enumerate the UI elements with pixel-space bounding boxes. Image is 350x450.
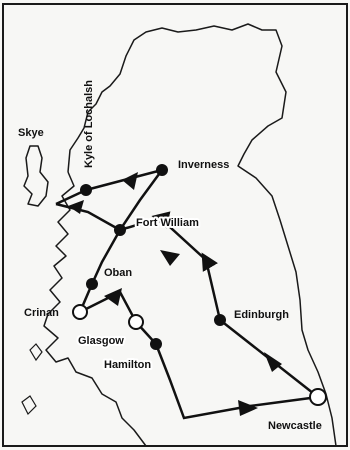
label-edinburgh: Edinburgh bbox=[234, 309, 289, 321]
small-island bbox=[29, 343, 43, 362]
label-skye: Skye bbox=[18, 127, 44, 139]
arrowhead-2 bbox=[160, 250, 180, 266]
mainland-coastline bbox=[67, 23, 337, 447]
marker-kyle bbox=[80, 184, 92, 196]
place-labels: Skye Kyle of Lochalsh Inverness Fort Wil… bbox=[18, 80, 322, 432]
route-arrowheads bbox=[68, 172, 282, 416]
label-oban: Oban bbox=[104, 267, 132, 279]
marker-hamilton bbox=[150, 338, 162, 350]
label-glasgow: Glasgow bbox=[78, 335, 124, 347]
town-markers bbox=[72, 164, 327, 406]
label-inverness: Inverness bbox=[178, 159, 229, 171]
label-hamilton: Hamilton bbox=[104, 359, 151, 371]
arrowhead-5 bbox=[104, 288, 122, 306]
marker-fort-william bbox=[114, 224, 126, 236]
route-fortwilliam-oban bbox=[90, 229, 122, 285]
marker-glasgow bbox=[128, 314, 144, 330]
label-fort-william: Fort William bbox=[136, 217, 199, 229]
marker-inverness bbox=[156, 164, 168, 176]
route-inverness-fortwilliam bbox=[118, 169, 164, 231]
marker-crinan bbox=[72, 304, 88, 320]
label-crinan: Crinan bbox=[24, 307, 59, 319]
arrowhead-1 bbox=[264, 352, 282, 372]
marker-oban bbox=[86, 278, 98, 290]
map-frame bbox=[2, 3, 348, 447]
marker-newcastle bbox=[309, 388, 327, 406]
lower-island bbox=[21, 395, 37, 416]
skye-island bbox=[23, 145, 49, 207]
marker-edinburgh bbox=[214, 314, 226, 326]
route-hamilton-newcastle bbox=[154, 343, 319, 420]
route-edinburgh-fortwilliam bbox=[119, 211, 222, 321]
label-newcastle: Newcastle bbox=[268, 420, 322, 432]
arrowhead-6 bbox=[238, 400, 258, 416]
label-kyle-of-lochalsh: Kyle of Lochalsh bbox=[83, 80, 95, 168]
arrowhead-4 bbox=[68, 200, 84, 214]
west-coastline bbox=[43, 171, 147, 447]
arrowhead-3 bbox=[122, 172, 138, 190]
route-fortwilliam-skye bbox=[55, 202, 121, 232]
